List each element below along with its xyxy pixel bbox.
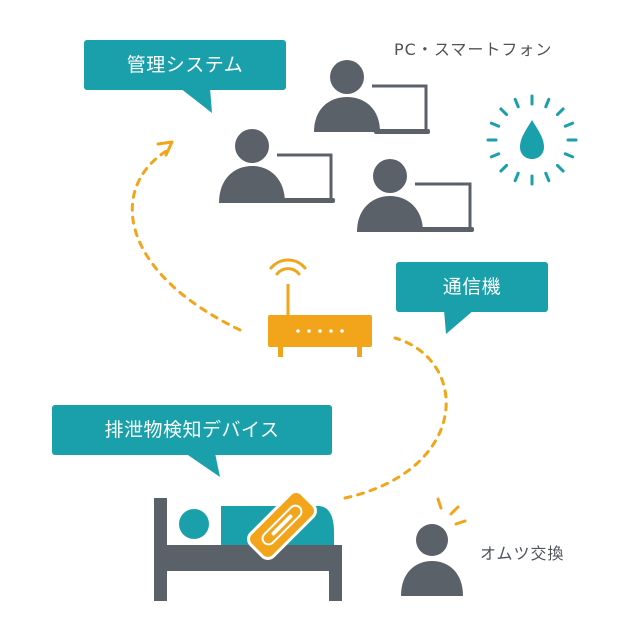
flow-arrow-device-to-router — [343, 336, 448, 500]
callout-management-label: 管理システム — [126, 53, 244, 76]
arrowhead-icon — [156, 140, 174, 157]
diaper-change-label: オムツ交換 — [480, 544, 565, 563]
caregiver-alert-icon — [401, 497, 467, 596]
sensor-device-icon — [247, 490, 317, 560]
router-icon — [268, 258, 372, 357]
pc-smartphone-label: PC・スマートフォン — [394, 40, 553, 59]
person-at-laptop-icon — [314, 60, 430, 134]
flow-arrows — [130, 148, 448, 500]
callout-management-system — [84, 40, 286, 113]
callout-device-label: 排泄物検知デバイス — [104, 418, 280, 441]
callout-communicator — [396, 262, 548, 334]
person-at-laptop-icon — [219, 129, 335, 203]
person-at-laptop-icon — [357, 159, 474, 232]
flow-arrow-router-to-system — [130, 148, 242, 332]
water-drop-alert-icon — [486, 94, 578, 186]
callout-detection-device — [52, 405, 332, 477]
callout-communicator-label: 通信機 — [442, 275, 502, 298]
